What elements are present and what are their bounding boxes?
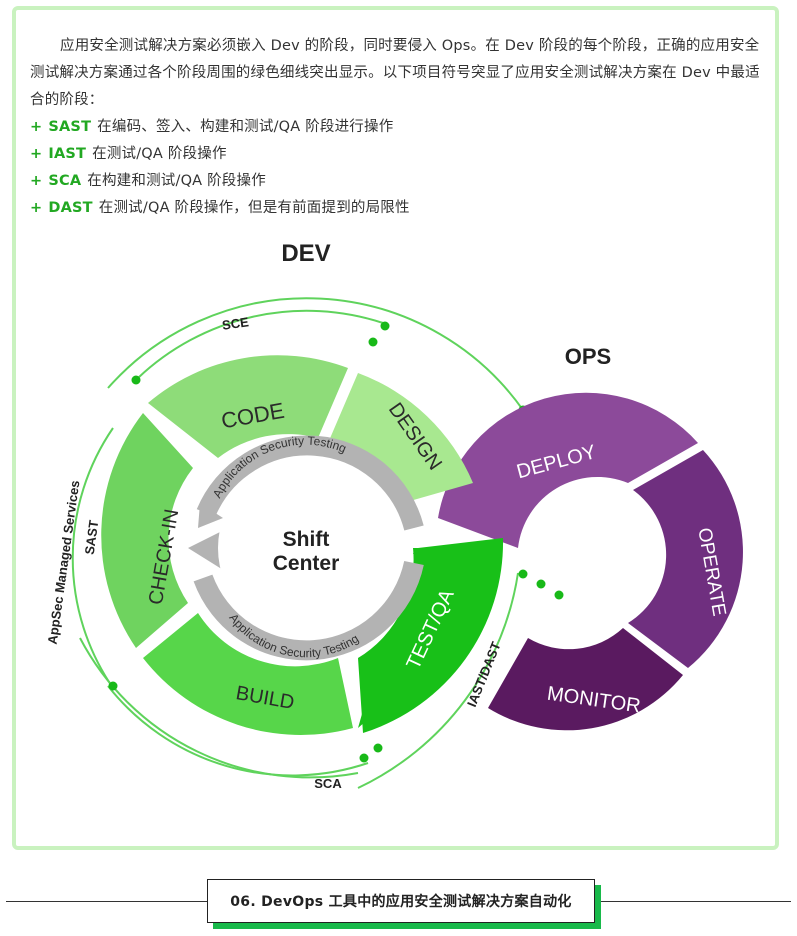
label-managed-services: AppSec Managed Services xyxy=(45,479,83,645)
line-dot xyxy=(554,590,564,600)
tool-line-group xyxy=(71,297,524,789)
ring-arrow-icon xyxy=(198,503,223,528)
plus-icon: + xyxy=(30,200,43,216)
iast-dast-line xyxy=(357,572,519,789)
bullet-item: + DAST 在测试/QA 阶段操作，但是有前面提到的局限性 xyxy=(30,195,410,222)
checkin-segment xyxy=(101,413,193,648)
ast-ring-top xyxy=(196,435,424,531)
label-sast: SAST xyxy=(82,519,102,555)
center-line1: Shift xyxy=(283,528,330,551)
bullet-list: + SAST 在编码、签入、构建和测试/QA 阶段进行操作 + IAST 在测试/QA … xyxy=(30,114,410,222)
center-circle xyxy=(218,458,398,638)
line-dot xyxy=(380,321,390,331)
bullet-item: + SAST 在编码、签入、构建和测试/QA 阶段进行操作 xyxy=(30,114,410,141)
line-dot xyxy=(108,681,118,691)
deploy-segment xyxy=(438,392,698,548)
line-dot xyxy=(359,753,369,763)
line-dot xyxy=(536,579,546,589)
code-segment xyxy=(148,355,348,458)
design-segment xyxy=(328,373,473,503)
line-dot xyxy=(131,375,141,385)
label-sca: SCA xyxy=(314,776,342,791)
sast-line xyxy=(71,427,114,689)
bullet-text: 在构建和测试/QA 阶段操作 xyxy=(87,173,266,189)
plus-icon: + xyxy=(30,173,43,189)
testqa-segment xyxy=(358,538,504,733)
sce-line xyxy=(137,309,384,379)
ring-arrow-icon xyxy=(188,528,228,573)
section-heading: 06. DevOps 工具中的应用安全测试解决方案自动化 xyxy=(207,879,595,923)
intro-text: 应用安全测试解决方案必须嵌入 Dev 的阶段，同时要侵入 Ops。在 Dev 阶… xyxy=(30,38,760,108)
center-line2: Center xyxy=(273,552,340,575)
bullet-text: 在测试/QA 阶段操作 xyxy=(92,146,227,162)
operate-segment xyxy=(628,450,743,668)
bullet-text: 在编码、签入、构建和测试/QA 阶段进行操作 xyxy=(97,119,394,135)
ast-ring-bottom xyxy=(193,560,424,661)
bullet-item: + SCA 在构建和测试/QA 阶段操作 xyxy=(30,168,410,195)
plus-icon: + xyxy=(30,146,43,162)
managed-line xyxy=(79,637,359,779)
bullet-term: IAST xyxy=(48,146,87,162)
section-heading-text: 06. DevOps 工具中的应用安全测试解决方案自动化 xyxy=(230,894,572,910)
sca-line xyxy=(107,685,369,777)
sce-outer-line xyxy=(107,297,524,411)
bullet-item: + IAST 在测试/QA 阶段操作 xyxy=(30,141,410,168)
line-dot xyxy=(368,337,378,347)
label-sce: SCE xyxy=(221,314,250,333)
monitor-segment xyxy=(488,628,683,731)
build-segment xyxy=(143,613,353,735)
bullet-term: SCA xyxy=(48,173,82,189)
bullet-term: DAST xyxy=(48,200,93,216)
intro-paragraph: 应用安全测试解决方案必须嵌入 Dev 的阶段，同时要侵入 Ops。在 Dev 阶… xyxy=(30,33,768,114)
bullet-term: SAST xyxy=(48,119,92,135)
line-dot xyxy=(373,743,383,753)
ops-title: OPS xyxy=(565,344,611,369)
plus-icon: + xyxy=(30,119,43,135)
devops-diagram: Application Security Testing Application… xyxy=(45,240,743,791)
dev-title: DEV xyxy=(281,240,330,267)
line-dot xyxy=(518,569,528,579)
bullet-text: 在测试/QA 阶段操作，但是有前面提到的局限性 xyxy=(98,200,410,216)
